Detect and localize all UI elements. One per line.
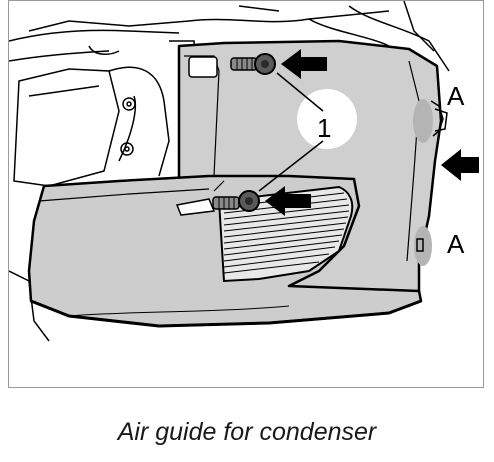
callout-highlight xyxy=(297,89,357,149)
air-guide-part xyxy=(27,39,443,328)
figure-caption: Air guide for condenser xyxy=(117,418,377,446)
arrow-clip xyxy=(441,149,479,181)
clip-hardware xyxy=(416,100,448,252)
screw-bottom xyxy=(212,190,260,212)
clip-shade-top xyxy=(413,99,433,143)
part-number-label: 1 xyxy=(317,113,331,143)
arrow-top-screw xyxy=(281,49,327,79)
clip-label-bottom: A xyxy=(447,229,465,259)
screw-top xyxy=(230,53,276,75)
arrow-bottom-screw xyxy=(265,186,311,216)
screw-slots xyxy=(175,56,218,216)
callout-leaders xyxy=(258,72,324,192)
air-guide-illustration: 1 A A xyxy=(9,1,479,342)
figure-frame: 1 A A xyxy=(8,0,484,388)
clip-label-top: A xyxy=(447,81,465,111)
